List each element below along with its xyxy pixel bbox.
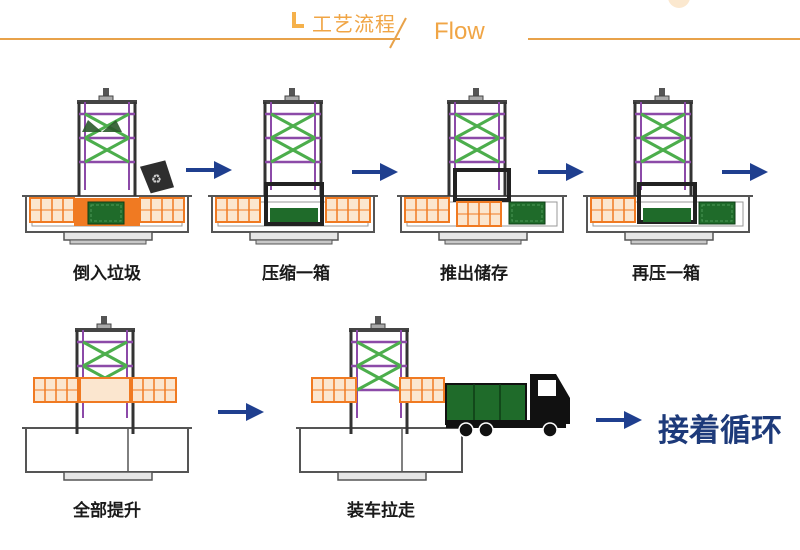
recycle-bin-icon: ♻ xyxy=(139,160,175,194)
step-5-graphic xyxy=(22,314,192,481)
step-2-graphic xyxy=(207,86,379,245)
corner-bracket-icon xyxy=(292,12,304,28)
page-title-en: Flow xyxy=(434,18,485,45)
decorative-circle xyxy=(668,0,690,8)
arrow-right-icon xyxy=(216,401,266,423)
header: 工艺流程 Flow xyxy=(0,0,800,50)
header-rule-right xyxy=(528,38,800,40)
step-4-graphic xyxy=(582,86,754,245)
arrow-right-icon xyxy=(594,409,644,431)
arrow-right-icon xyxy=(720,161,770,183)
step-1-graphic xyxy=(21,86,193,245)
step-label-3: 推出储存 xyxy=(440,264,508,284)
svg-text:♻: ♻ xyxy=(151,172,162,186)
header-rule-left xyxy=(0,38,400,40)
arrow-right-icon xyxy=(536,161,586,183)
step-label-5: 全部提升 xyxy=(73,501,141,521)
step-label-1: 倒入垃圾 xyxy=(73,264,141,284)
page-title-cn: 工艺流程 xyxy=(312,12,396,36)
step-3-graphic xyxy=(396,86,568,245)
final-label: 接着循环 xyxy=(658,413,782,449)
garbage-truck-icon xyxy=(445,374,570,438)
step-6-graphic xyxy=(296,314,466,481)
step-label-4: 再压一箱 xyxy=(632,264,700,284)
step-label-6: 装车拉走 xyxy=(347,501,415,521)
arrow-right-icon xyxy=(350,161,400,183)
step-label-2: 压缩一箱 xyxy=(262,264,330,284)
arrow-right-icon xyxy=(184,159,234,181)
